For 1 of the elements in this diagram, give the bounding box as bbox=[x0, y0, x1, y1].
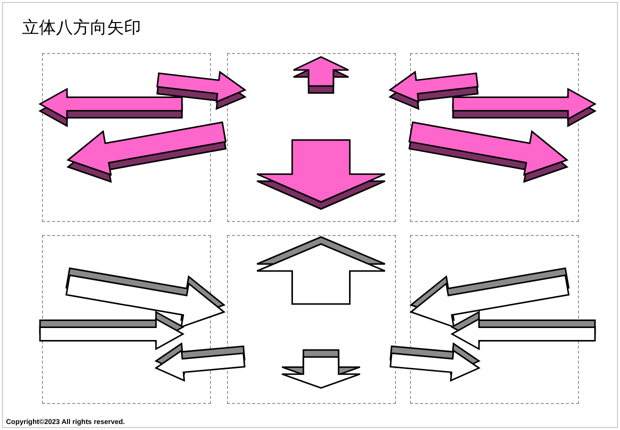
title: 立体八方向矢印 bbox=[22, 17, 141, 40]
